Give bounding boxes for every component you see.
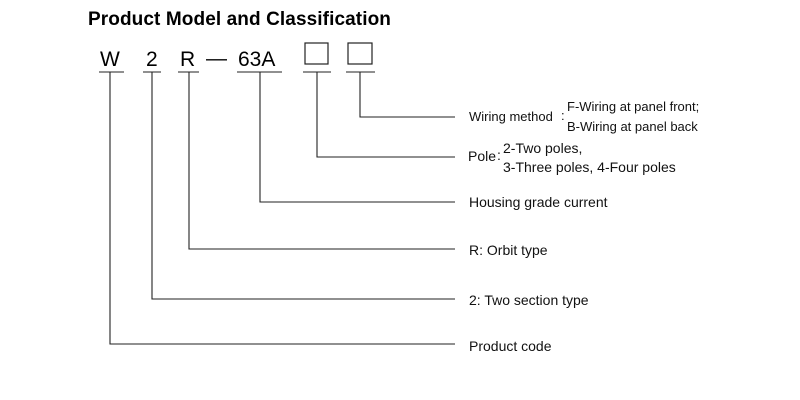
leader-orbit <box>188 72 455 250</box>
label-wiring-method: Wiring method <box>469 109 553 124</box>
label-product-code: Product code <box>469 338 552 354</box>
code-two: 2 <box>146 48 158 71</box>
leader-housing <box>259 72 455 203</box>
leader-product-code <box>109 72 455 345</box>
label-orbit: R: Orbit type <box>469 242 548 258</box>
leader-section <box>151 72 455 300</box>
code-current: 63A <box>238 48 275 71</box>
label-housing: Housing grade current <box>469 194 608 210</box>
code-dash: — <box>206 47 227 70</box>
label-wiring-front: F-Wiring at panel front; <box>567 99 699 114</box>
label-pole-line2: 3-Three poles, 4-Four poles <box>503 159 676 175</box>
code-r: R <box>180 48 195 71</box>
label-pole-sep: : <box>497 147 501 163</box>
leader-pole <box>316 72 455 158</box>
pole-placeholder-box <box>304 42 329 65</box>
label-pole: Pole <box>468 148 496 164</box>
label-wiring-sep: : <box>561 108 565 123</box>
code-w: W <box>100 48 120 71</box>
label-wiring-back: B-Wiring at panel back <box>567 119 698 134</box>
label-pole-line1: 2-Two poles, <box>503 140 582 156</box>
diagram-title: Product Model and Classification <box>88 9 392 30</box>
leader-wiring <box>359 72 455 118</box>
label-section: 2: Two section type <box>469 292 589 308</box>
wiring-placeholder-box <box>347 42 373 65</box>
